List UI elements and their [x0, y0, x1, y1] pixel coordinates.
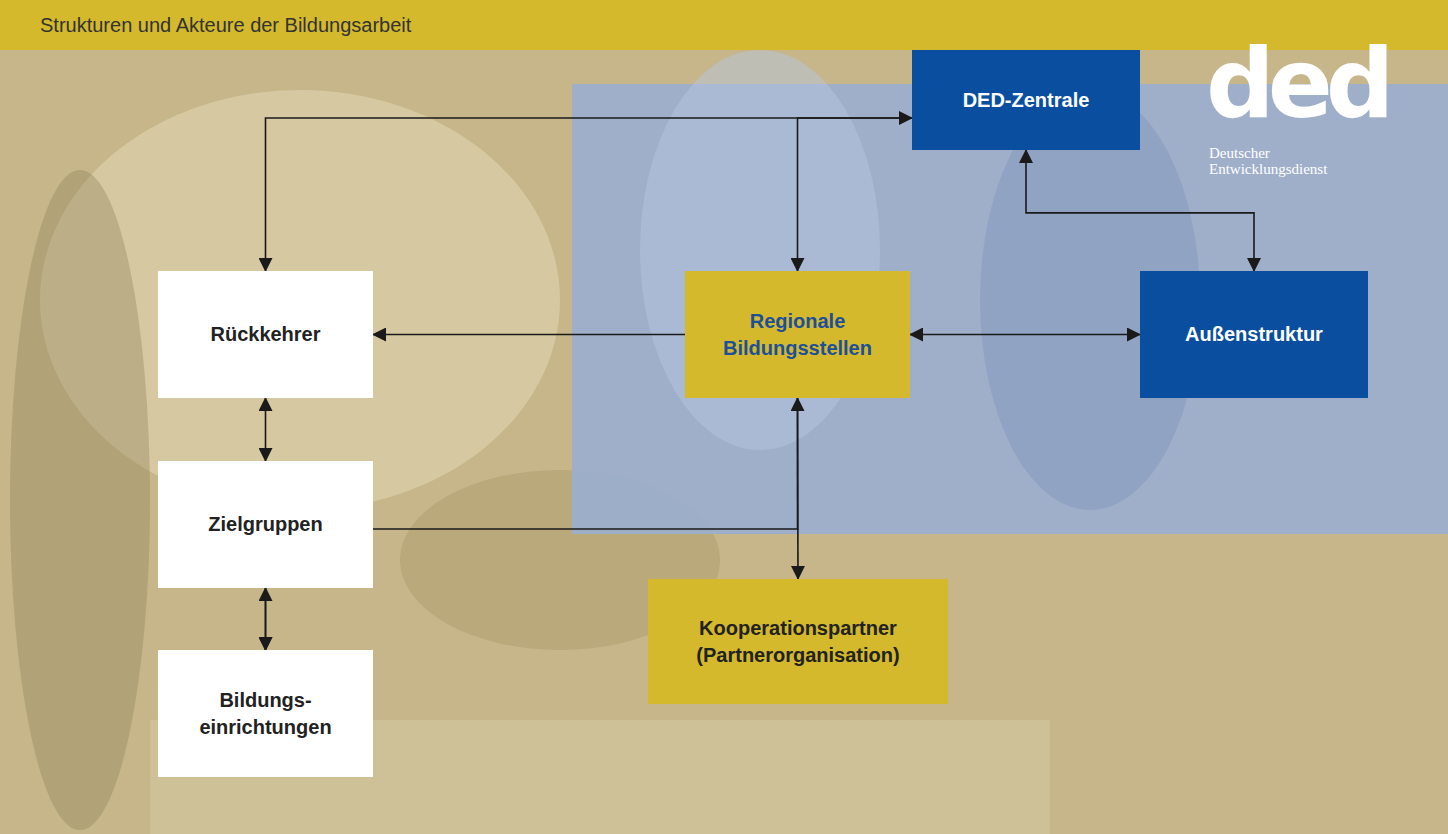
node-label: Kooperationspartner (Partnerorganisation…: [660, 615, 936, 669]
actor-box: Zielgruppen: [158, 461, 373, 588]
node-label: Zielgruppen: [208, 511, 322, 538]
connector-arrow: [910, 334, 1140, 336]
connector-arrow: [798, 118, 913, 271]
head-office-box: DED-Zentrale: [912, 50, 1140, 150]
title-text: Strukturen und Akteure der Bildungsarbei…: [40, 12, 411, 38]
connector-arrow: [797, 398, 799, 579]
partner-box: Kooperationspartner (Partnerorganisation…: [648, 579, 948, 704]
logo-text: ded: [1206, 36, 1388, 132]
field-structure-box: Außenstruktur: [1140, 271, 1368, 398]
node-label: DED-Zentrale: [963, 87, 1090, 114]
connector-arrow: [265, 398, 267, 461]
node-label: Außenstruktur: [1185, 321, 1323, 348]
actor-box: Rückkehrer: [158, 271, 373, 398]
node-label: Bildungs- einrichtungen: [170, 687, 361, 741]
connector-arrow: [373, 334, 685, 336]
logo-subtitle: Deutscher Entwicklungsdienst: [1209, 146, 1359, 178]
node-label: Rückkehrer: [210, 321, 320, 348]
node-label: Regionale Bildungsstellen: [697, 308, 898, 362]
regional-office-box: Regionale Bildungsstellen: [685, 271, 910, 398]
actor-box: Bildungs- einrichtungen: [158, 650, 373, 777]
connector-arrow: [265, 588, 267, 650]
photo-shape: [10, 170, 150, 830]
connector-arrow: [266, 118, 913, 271]
